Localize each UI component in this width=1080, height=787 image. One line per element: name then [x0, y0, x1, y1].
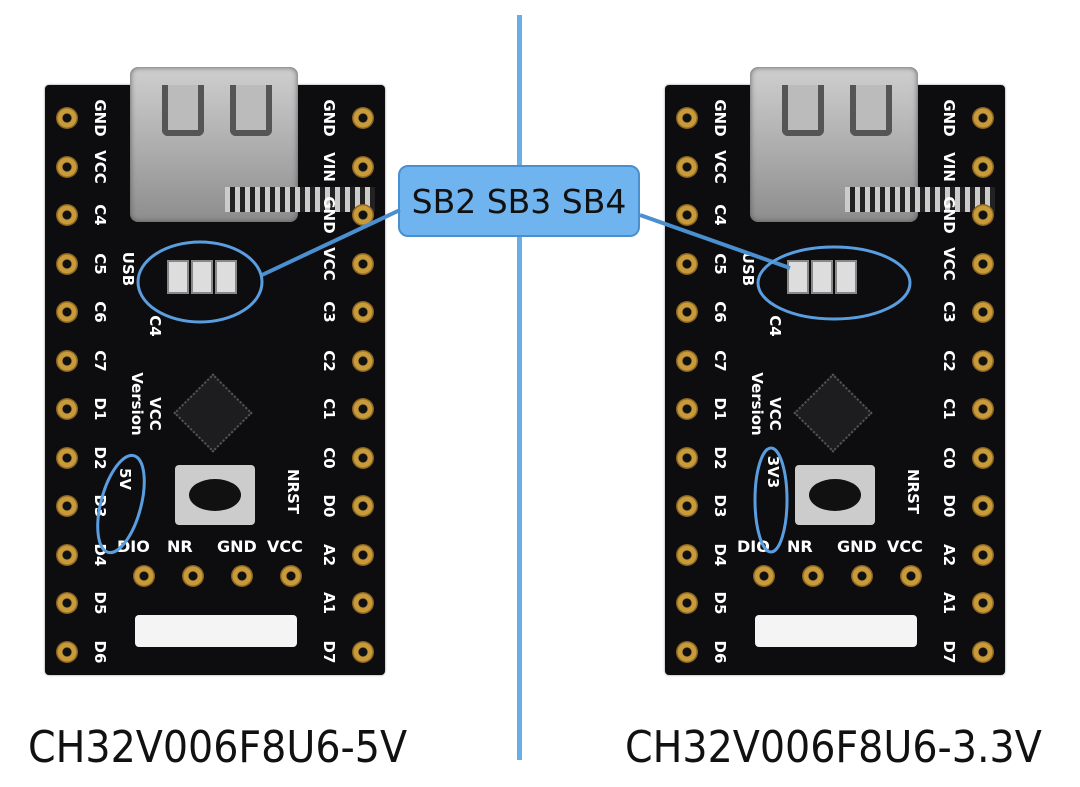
pin-pad: [676, 107, 698, 129]
pin-pad: [972, 155, 994, 178]
connector-slot: [850, 85, 892, 136]
pin-pad: [56, 592, 78, 614]
pin-pad: [676, 155, 698, 178]
pin-pad: [676, 543, 698, 566]
pin-pad: [352, 301, 374, 323]
pin-pad: [972, 640, 994, 663]
caption-5v: CH32V006F8U6-5V: [28, 722, 408, 773]
callout-leader-right: [639, 213, 791, 270]
pin-pad: [676, 204, 698, 226]
usb-c-connector: [130, 67, 375, 222]
pin-pad: [352, 495, 374, 517]
solder-bridge: [835, 260, 857, 294]
sb-ellipse-right: [756, 245, 912, 321]
pin-pad: [56, 349, 78, 372]
pin-pad: [56, 252, 78, 275]
version-ellipse-right: [753, 446, 789, 554]
pin-pad: [972, 349, 994, 372]
pin-pad: [753, 565, 775, 587]
pin-pad: [972, 252, 994, 275]
pin-pad: [972, 543, 994, 566]
pin-pad: [676, 592, 698, 614]
pin-pad: [280, 565, 302, 587]
pin-pad: [851, 565, 873, 587]
solder-bridge: [191, 260, 213, 294]
pin-label-bottom: VCC: [887, 537, 923, 556]
pin-pad: [676, 640, 698, 663]
pin-label-bottom: GND: [837, 537, 877, 556]
pin-pad: [56, 446, 78, 469]
pin-pad: [972, 204, 994, 226]
pin-pad: [352, 592, 374, 614]
pin-pad: [352, 252, 374, 275]
pin-pad: [676, 349, 698, 372]
pin-pad: [802, 565, 824, 587]
pin-pad: [676, 301, 698, 323]
solder-bridge: [787, 260, 809, 294]
pin-pad: [676, 446, 698, 469]
pin-pad: [676, 252, 698, 275]
pin-pad: [56, 155, 78, 178]
usb-c-connector: [750, 67, 995, 222]
pin-label-bottom: NR: [167, 537, 193, 556]
connector-slot: [782, 85, 824, 136]
sb-ellipse-left: [136, 240, 264, 324]
pin-pad: [231, 565, 253, 587]
label-strip: [755, 615, 917, 647]
pin-pad: [352, 107, 374, 129]
pin-pad: [56, 398, 78, 420]
pin-pad: [972, 495, 994, 517]
pin-pad: [352, 640, 374, 663]
pin-pad: [182, 565, 204, 587]
pin-label-bottom: NR: [787, 537, 813, 556]
pin-pad: [972, 398, 994, 420]
pin-pad: [972, 301, 994, 323]
solder-bridge: [215, 260, 237, 294]
pin-pad: [972, 446, 994, 469]
pin-pad: [56, 301, 78, 323]
callout-sb-label: SB2 SB3 SB4: [398, 165, 640, 237]
pin-pad: [56, 640, 78, 663]
connector-pins: [225, 187, 375, 212]
version-ellipse-left: [96, 453, 146, 555]
pin-pad: [56, 107, 78, 129]
pin-pad: [56, 204, 78, 226]
pin-pad: [352, 543, 374, 566]
pin-pad: [972, 107, 994, 129]
pin-pad: [133, 565, 155, 587]
reset-button: [175, 465, 255, 525]
pin-pad: [352, 446, 374, 469]
pin-pad: [676, 398, 698, 420]
pin-pad: [352, 349, 374, 372]
pin-pad: [56, 543, 78, 566]
solder-bridge: [811, 260, 833, 294]
pin-label-bottom: VCC: [267, 537, 303, 556]
pin-label-bottom: GND: [217, 537, 257, 556]
connector-slot: [162, 85, 204, 136]
pin-pad: [676, 495, 698, 517]
pin-pad: [972, 592, 994, 614]
solder-bridge: [167, 260, 189, 294]
divider-line: [517, 15, 522, 760]
connector-slot: [230, 85, 272, 136]
label-strip: [135, 615, 297, 647]
pin-pad: [352, 398, 374, 420]
reset-button: [795, 465, 875, 525]
pin-pad: [56, 495, 78, 517]
pin-pad: [352, 204, 374, 226]
caption-3v3: CH32V006F8U6-3.3V: [625, 722, 1042, 773]
connector-pins: [845, 187, 995, 212]
callout-leader-left: [261, 208, 401, 277]
pin-pad: [900, 565, 922, 587]
pin-pad: [352, 155, 374, 178]
